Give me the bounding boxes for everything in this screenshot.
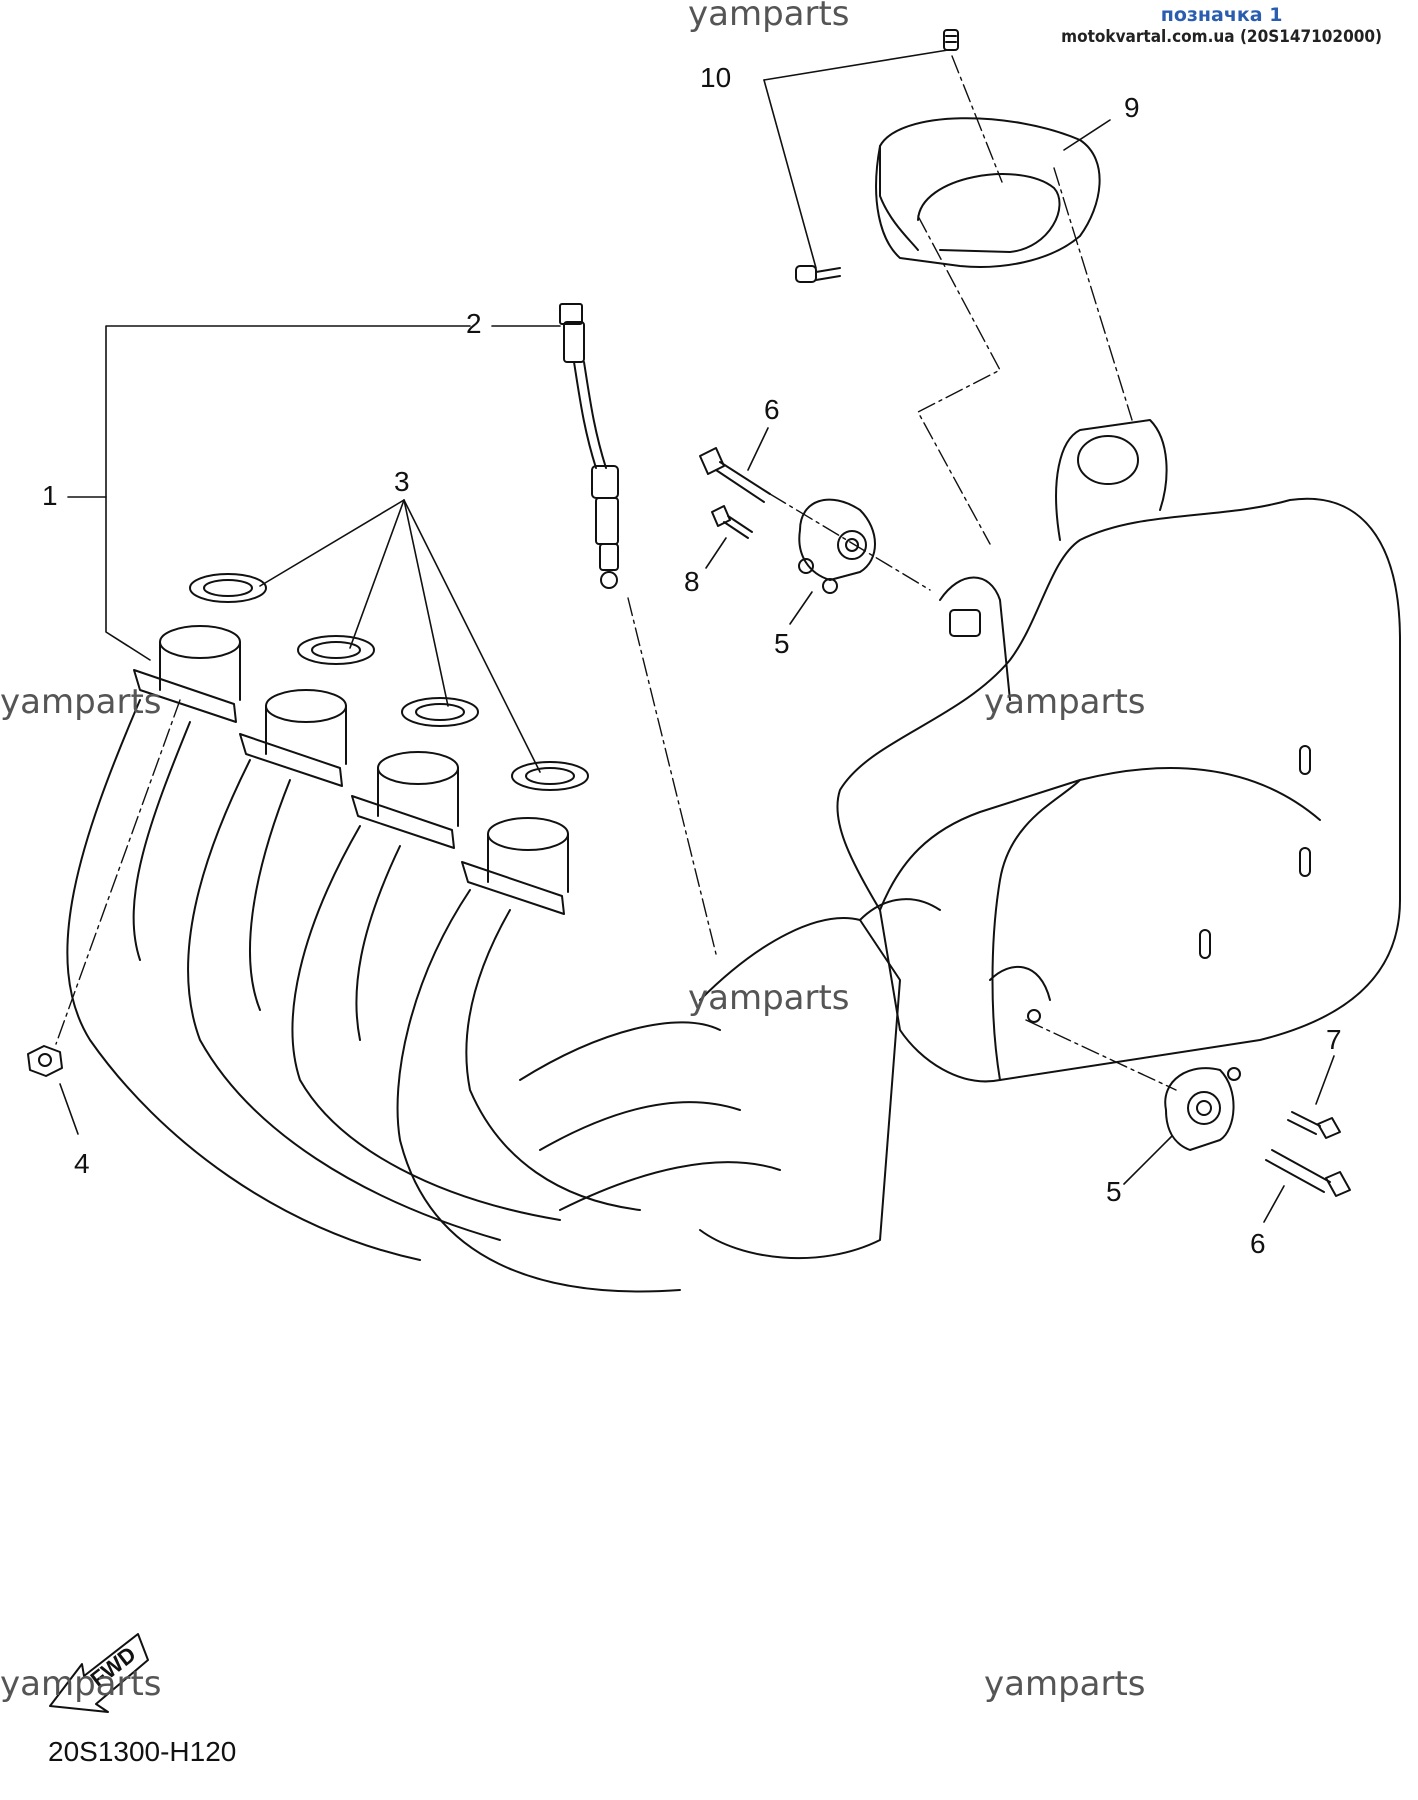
leader-lines: [59, 49, 1335, 1223]
watermark-bottom-left: yamparts: [0, 1664, 162, 1704]
alignment-lines: [55, 55, 1177, 1091]
bolt-part-6-bottom: [1265, 1149, 1351, 1197]
watermark-bottom-right: yamparts: [984, 1664, 1146, 1704]
callout-2: 2: [466, 308, 482, 339]
bolt-part-7: [1287, 1111, 1341, 1139]
callout-10: 10: [700, 62, 732, 93]
damper-part-5-bottom: [1164, 1067, 1241, 1151]
exhaust-header-flanges: [133, 625, 569, 915]
callout-6-top: 6: [764, 394, 780, 425]
nut-part-4: [27, 1045, 63, 1077]
damper-part-5-top: [798, 498, 876, 594]
bookmark-title: позначка 1: [1160, 4, 1283, 26]
callout-5-top: 5: [774, 628, 790, 659]
diagram-code: 20S1300-H120: [48, 1736, 237, 1767]
callout-5-bottom: 5: [1106, 1176, 1122, 1207]
callout-9: 9: [1124, 92, 1140, 123]
bookmark-header: позначка 1 motokvartal.com.ua (20S147102…: [1061, 4, 1382, 48]
muffler-body: [836, 419, 1401, 1083]
bolt-part-8: [711, 505, 753, 539]
watermark-center-mid: yamparts: [984, 682, 1146, 722]
watermark-center-low: yamparts: [688, 978, 850, 1018]
exhaust-header-pipes: [66, 699, 941, 1293]
callout-6-bottom: 6: [1250, 1228, 1266, 1259]
muffler-protector-part-9: [875, 117, 1101, 268]
bookmark-source: motokvartal.com.ua (20S147102000): [1061, 27, 1382, 47]
callout-3: 3: [394, 466, 410, 497]
callout-8: 8: [684, 566, 700, 597]
screw-part-10-side: [795, 265, 841, 283]
screw-part-10-top: [943, 29, 959, 51]
callout-7: 7: [1326, 1024, 1342, 1055]
bolt-part-6-top: [699, 447, 771, 503]
gaskets-part-3: [189, 573, 589, 791]
callout-1: 1: [42, 480, 58, 511]
callout-4: 4: [74, 1148, 90, 1179]
watermark-top: yamparts: [688, 0, 850, 34]
watermark-left-mid: yamparts: [0, 682, 162, 722]
oxygen-sensor-part-2: [559, 303, 619, 589]
